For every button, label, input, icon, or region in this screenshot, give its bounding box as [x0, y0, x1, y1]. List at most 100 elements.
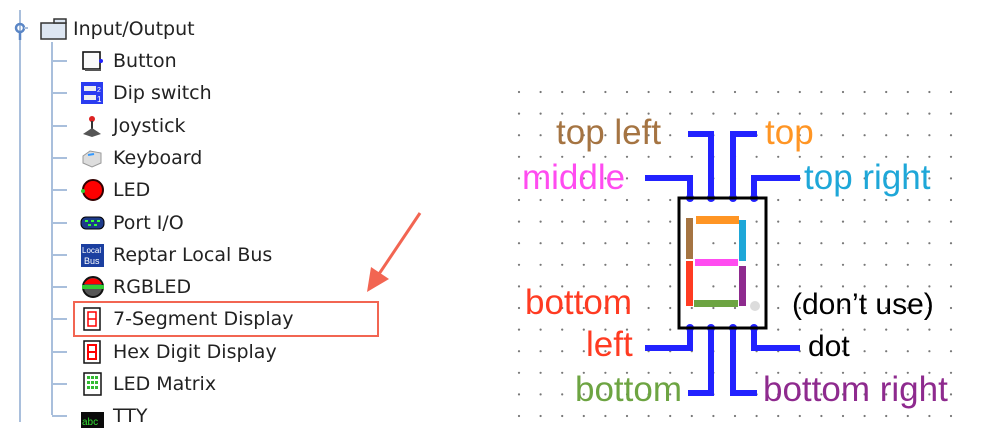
tree-guide-line	[19, 10, 21, 422]
tree-item[interactable]: RGBLED	[113, 276, 192, 299]
rgbled-icon	[80, 275, 104, 299]
tree-item[interactable]: Joystick	[113, 114, 186, 137]
grid-dot	[712, 306, 715, 310]
grid-dot	[625, 263, 629, 266]
grid-dot	[625, 112, 629, 115]
grid-dot	[517, 90, 521, 94]
grid-dot	[777, 306, 780, 310]
grid-dot	[949, 263, 953, 266]
grid-dot	[820, 285, 823, 288]
grid-dot	[625, 371, 629, 374]
grid-dot	[647, 263, 650, 266]
grid-dot	[885, 328, 888, 331]
grid-dot	[647, 134, 650, 137]
grid-dot	[906, 414, 909, 418]
grid-dot	[885, 155, 888, 158]
grid-dot	[604, 414, 607, 418]
grid-dot	[755, 155, 758, 158]
grid-dot	[841, 177, 845, 180]
grid-dot	[669, 371, 672, 374]
segment-bottom-left	[686, 261, 693, 306]
grid-dot	[863, 242, 866, 245]
expander-icon[interactable]	[14, 22, 28, 40]
grid-dot	[561, 328, 564, 331]
grid-dot	[949, 306, 953, 310]
tree-connector	[52, 253, 67, 256]
tree-group-input-output[interactable]: Input/Output	[73, 18, 195, 40]
grid-dot	[949, 242, 953, 245]
grid-dot	[582, 242, 585, 245]
segment-top	[696, 216, 739, 224]
grid-dot	[798, 414, 801, 418]
grid-dot	[625, 198, 629, 202]
grid-dot	[885, 112, 888, 115]
tree-item[interactable]: Port I/O	[113, 211, 184, 234]
grid-dot	[777, 242, 780, 245]
grid-dot	[517, 134, 521, 137]
grid-dot	[906, 177, 909, 180]
grid-dot	[669, 263, 672, 266]
grid-dot	[841, 306, 845, 310]
grid-dot	[863, 112, 866, 115]
grid-dot	[582, 263, 585, 266]
grid-dot	[798, 306, 801, 310]
tree-connector	[52, 156, 67, 159]
grid-dot	[690, 90, 693, 94]
grid-dot	[647, 242, 650, 245]
grid-dot	[841, 90, 845, 94]
grid-dot	[928, 198, 931, 202]
tree-item[interactable]: Dip switch	[113, 82, 212, 105]
grid-dot	[820, 393, 823, 396]
grid-dot	[539, 134, 542, 137]
grid-dot	[949, 90, 953, 94]
grid-dot	[885, 414, 888, 418]
grid-dot	[582, 220, 585, 223]
grid-dot	[949, 414, 953, 418]
grid-dot	[647, 306, 650, 310]
grid-dot	[885, 177, 888, 180]
grid-dot	[777, 155, 780, 158]
grid-dot	[539, 350, 542, 353]
grid-dot	[863, 134, 866, 137]
grid-dot	[906, 371, 909, 374]
tree-item[interactable]: 7-Segment Display	[113, 308, 294, 331]
grid-dot	[798, 90, 801, 94]
grid-dot	[863, 263, 866, 266]
grid-dot	[604, 198, 607, 202]
pins	[645, 131, 800, 396]
tree-item[interactable]: Button	[113, 50, 177, 72]
grid-dot	[625, 306, 629, 310]
pin-dot	[751, 328, 800, 351]
tree-item[interactable]: Keyboard	[113, 146, 203, 169]
tree-item[interactable]: Reptar Local Bus	[113, 243, 273, 266]
grid-dot	[798, 198, 801, 202]
grid-dot	[517, 220, 521, 223]
grid-dot	[885, 90, 888, 94]
pin-top	[730, 131, 757, 198]
grid-dot	[733, 285, 737, 288]
label-bottom: bottom	[575, 370, 682, 409]
arrow-annotation	[367, 212, 422, 292]
tree-item[interactable]: Hex Digit Display	[113, 340, 277, 363]
grid-dot	[561, 306, 564, 310]
grid-dot	[712, 285, 715, 288]
grid-dot	[841, 414, 845, 418]
grid-dot	[561, 112, 564, 115]
grid-dot	[906, 306, 909, 310]
tree-connector	[52, 221, 67, 224]
grid-dot	[582, 328, 585, 331]
svg-text:1: 1	[97, 95, 102, 104]
grid-dot	[517, 328, 521, 331]
tree-item[interactable]: LED Matrix	[113, 373, 217, 395]
grid-dot	[906, 112, 909, 115]
segment-top-right	[739, 220, 746, 261]
grid-dot	[928, 220, 931, 223]
grid-dot	[582, 177, 585, 180]
grid-dot	[885, 263, 888, 266]
grid-dot	[669, 220, 672, 223]
grid-dot	[885, 393, 888, 396]
display-body	[677, 196, 768, 330]
tree-item[interactable]: LED	[113, 179, 151, 202]
tree-item[interactable]: TTY	[113, 405, 148, 428]
grid-dot	[561, 414, 564, 418]
